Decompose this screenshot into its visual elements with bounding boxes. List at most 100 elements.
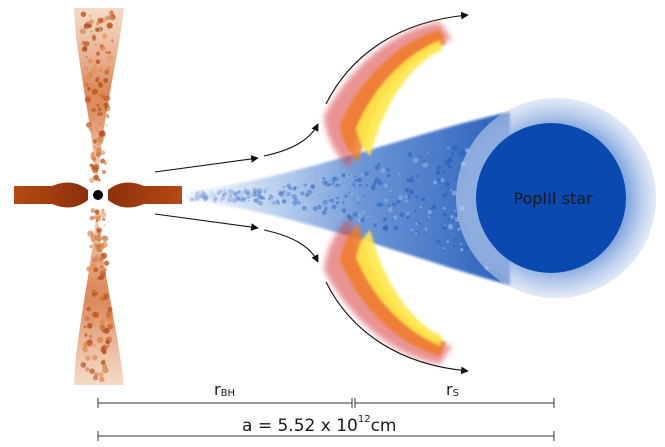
wind-clump [460, 248, 464, 252]
outflow-clump [97, 67, 103, 73]
outflow-clump [96, 129, 100, 133]
wind-clump [364, 190, 367, 192]
wind-clump [214, 196, 218, 201]
wind-clump [324, 202, 328, 206]
wind-clump [442, 225, 447, 231]
jet-right [108, 182, 182, 208]
popiii-star: PopIII star [456, 98, 656, 298]
arrow-upper-straight [154, 155, 259, 173]
wind-clump [455, 179, 458, 181]
wind-clump [336, 196, 339, 200]
wind-clump [333, 176, 339, 181]
outflow-clump [93, 170, 98, 175]
wind-clump [242, 190, 246, 194]
outflow-clump [100, 98, 104, 102]
wind-clump [286, 183, 291, 188]
outflow-clump [92, 111, 96, 115]
wind-clump [192, 196, 198, 203]
outflow-clump [91, 158, 94, 161]
wind-clump [393, 226, 399, 231]
wind-clump [278, 190, 284, 196]
wind-clump [222, 193, 226, 197]
wind-clump [396, 199, 401, 204]
outflow-clump [99, 376, 105, 382]
wind-clump [263, 190, 267, 194]
outflow-clump [108, 320, 113, 326]
outflow-clump [106, 115, 110, 119]
wind-clump [306, 189, 312, 195]
wind-clump [442, 170, 446, 174]
wind-clump [447, 217, 451, 221]
outflow-clump [105, 15, 111, 21]
wind-clump [196, 190, 200, 195]
wind-clump [228, 194, 233, 199]
wind-clump [311, 184, 316, 189]
wind-clump [328, 199, 330, 202]
wind-clump [423, 232, 426, 235]
outflow-clump [98, 90, 104, 96]
wind-clump [324, 181, 331, 187]
outflow-clump [96, 227, 102, 233]
wind-clump [242, 198, 248, 204]
outflow-clump [98, 324, 100, 327]
wind-clump [388, 208, 393, 213]
outflow-clump [95, 254, 100, 259]
outflow-clump [91, 289, 97, 295]
wind-clump [283, 186, 286, 188]
outflow-clump [91, 292, 96, 297]
wind-clump [419, 155, 423, 159]
outflow-clump [87, 72, 93, 78]
arrow-upper-top [325, 11, 469, 105]
outflow-clump [92, 108, 97, 112]
wind-clump [450, 151, 455, 156]
wind-clump [454, 209, 457, 212]
wind-clump [414, 231, 418, 235]
wind-clump [310, 184, 315, 189]
wind-clump [435, 170, 441, 176]
wind-clump [446, 158, 450, 162]
arrow-lower-bottom [325, 281, 469, 375]
wind-clump [212, 198, 218, 203]
wind-clump [377, 162, 381, 166]
wind-clump [238, 196, 244, 202]
wind-clump [406, 215, 410, 219]
outflow-clump [102, 33, 108, 39]
wind-clump [424, 227, 428, 231]
jet-left [14, 182, 88, 208]
wind-clump [432, 180, 438, 185]
wind-clump [444, 224, 446, 227]
outflow-clump [98, 372, 104, 378]
wind-clump [202, 195, 208, 201]
wind-clump [416, 220, 419, 222]
wind-clump [356, 202, 359, 204]
wind-clump [352, 211, 358, 218]
wind-clump [214, 197, 218, 201]
wind-clump [374, 177, 380, 184]
outflow-clump [90, 244, 93, 247]
wind-clump [312, 188, 319, 194]
label-r-s: rS [446, 380, 459, 399]
wind-clump [437, 178, 441, 183]
outflow-clump [84, 66, 89, 72]
wind-clump [204, 194, 209, 200]
wind-clump [252, 187, 258, 194]
wind-clump [363, 194, 366, 197]
bow-shock-upper [324, 22, 452, 168]
wind-clump [236, 196, 239, 199]
outflow-clump [84, 41, 90, 47]
outflow-clump [94, 127, 97, 129]
wind-clump [209, 190, 214, 194]
outflow-clump [100, 150, 106, 156]
wind-clump [414, 210, 417, 213]
wind-clump [360, 172, 365, 177]
wind-clump [228, 188, 234, 195]
wind-clump [284, 192, 290, 197]
outflow-clump [87, 323, 93, 329]
outflow-clump [82, 342, 88, 348]
outflow-clump [88, 14, 92, 18]
wind-clump [306, 195, 309, 198]
outflow-clump [107, 306, 113, 312]
flow-arrows [154, 11, 469, 375]
wind-clump [459, 150, 466, 156]
vertical-outflow [74, 8, 124, 385]
